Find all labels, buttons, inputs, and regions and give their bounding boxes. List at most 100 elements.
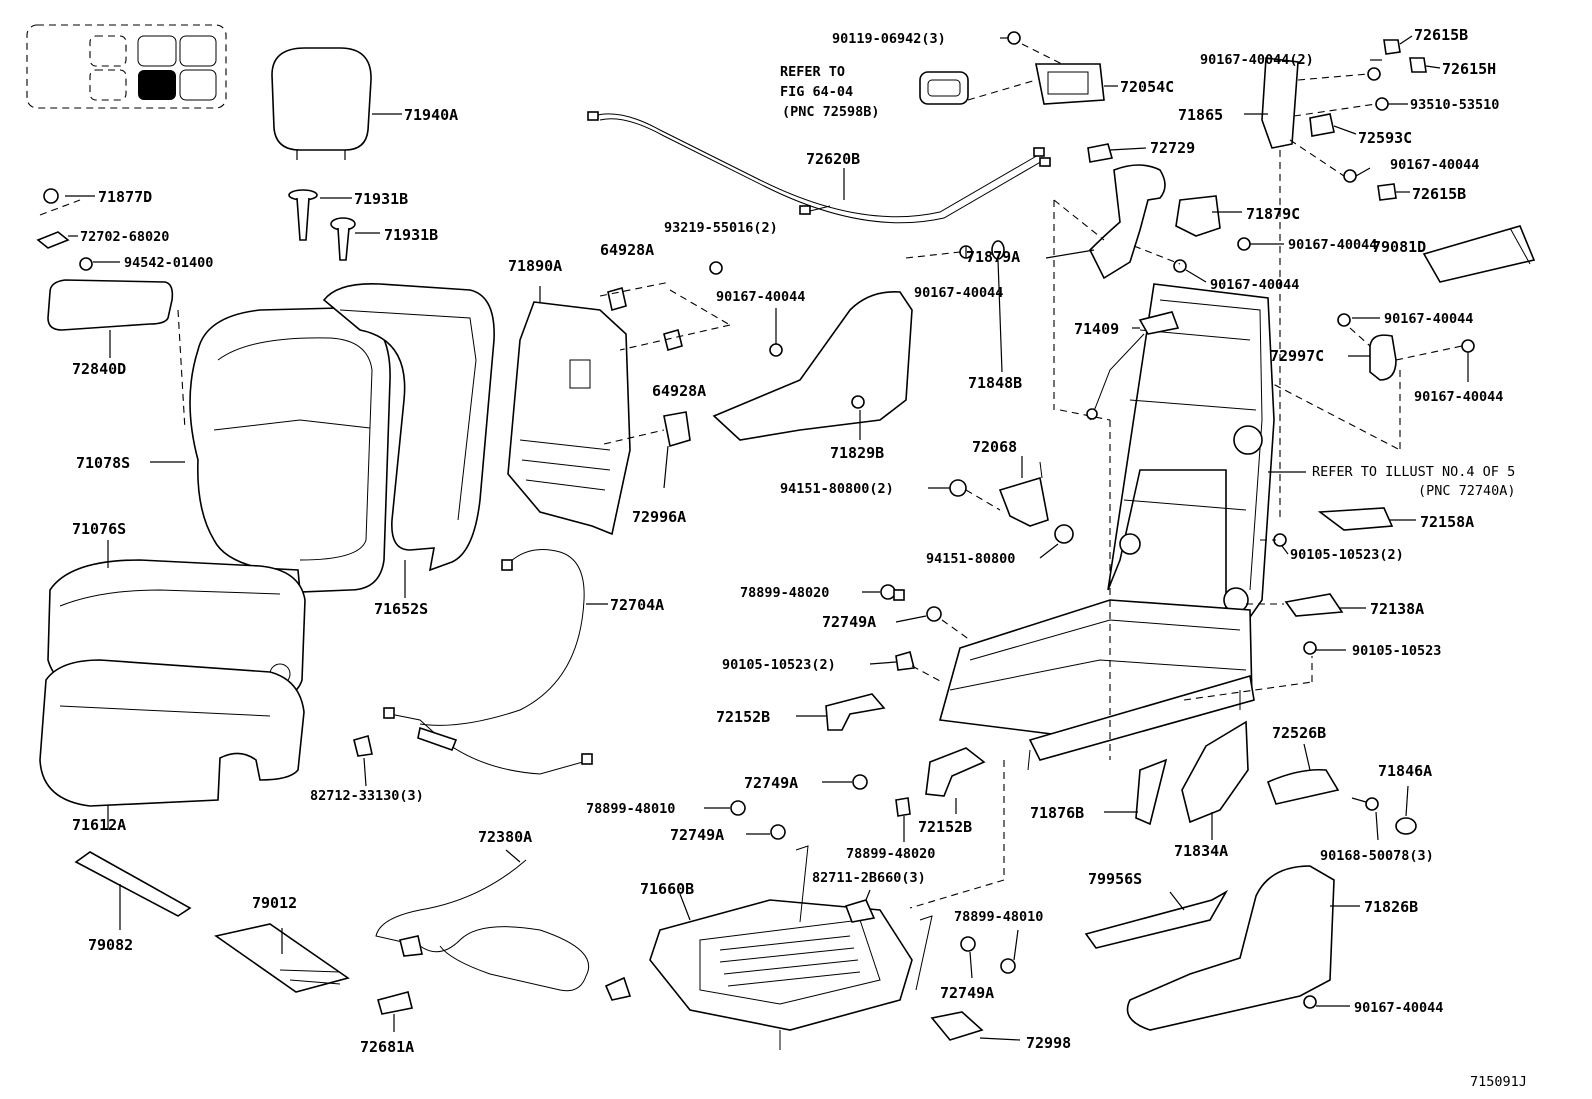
part-label: 72997C [1270, 347, 1324, 365]
seatback-board-part [507, 261, 731, 536]
refer-illust-line-1: REFER TO ILLUST NO.4 OF 5 [1312, 464, 1515, 480]
part-label: 94151-80800 [926, 551, 1015, 567]
part-label: 71660B [640, 880, 694, 898]
sensor-harness-part [375, 849, 632, 1032]
part-label: 72840D [72, 360, 126, 378]
headrest-guides [288, 189, 380, 261]
part-label: 90167-40044 [1210, 277, 1299, 293]
refer-illust-line-2: (PNC 72740A) [1418, 483, 1516, 499]
part-label: 90105-10523(2) [722, 657, 836, 673]
floor-pads-part [74, 851, 350, 993]
part-label: 72593C [1358, 129, 1412, 147]
part-label: 82712-33130(3) [310, 788, 424, 804]
part-label: 78899-48020 [846, 846, 935, 862]
lock-part [1086, 311, 1180, 421]
part-label: 71826B [1364, 898, 1418, 916]
seat-frame-assembly [909, 283, 1275, 909]
refer-note-line-3: (PNC 72598B) [782, 104, 880, 120]
part-label: 90167-40044(2) [1200, 52, 1314, 68]
part-label: 71612A [72, 816, 126, 834]
highlighted-seat-icon [138, 70, 176, 100]
side-shield-part [712, 240, 1005, 441]
part-label: 72996A [632, 508, 686, 526]
switch-part [919, 31, 1118, 105]
part-label: 72681A [360, 1038, 414, 1056]
part-label: 71848B [968, 374, 1022, 392]
labels-layer: REFER TO FIG 64-04 (PNC 72598B) REFER TO… [72, 26, 1527, 1090]
seatback-cover-part [150, 307, 391, 593]
part-label: 90167-40044 [1414, 389, 1503, 405]
part-label: 71652S [374, 600, 428, 618]
part-label: 72749A [940, 984, 994, 1002]
part-label: 71879C [1246, 205, 1300, 223]
lower-right-parts [1084, 720, 1417, 1031]
bottom-small-parts [930, 929, 1021, 1041]
part-label: 72054C [1120, 78, 1174, 96]
part-label: 64928A [652, 382, 706, 400]
part-label: 90105-10523 [1352, 643, 1441, 659]
part-label: 71846A [1378, 762, 1432, 780]
part-label: 72068 [972, 438, 1017, 456]
part-label: 71879A [966, 248, 1020, 266]
part-label: 72380A [478, 828, 532, 846]
seatback-pad-part [322, 283, 495, 598]
part-label: 72729 [1150, 139, 1195, 157]
cover-sheet-part [1422, 225, 1536, 283]
part-label: 94542-01400 [124, 255, 213, 271]
part-label: 71876B [1030, 804, 1084, 822]
right-side-parts [1183, 507, 1416, 701]
hinge-cover-part [1045, 143, 1284, 410]
part-label: 79082 [88, 936, 133, 954]
armrest-part [36, 188, 186, 431]
part-label: 71076S [72, 520, 126, 538]
part-label: 90119-06942(3) [832, 31, 946, 47]
part-label: 71931B [354, 190, 408, 208]
release-cable-part [587, 111, 1051, 224]
refer-note-line-1: REFER TO [780, 64, 845, 80]
part-label: 71877D [98, 188, 152, 206]
part-label: 93510-53510 [1410, 97, 1499, 113]
part-label: 72152B [918, 818, 972, 836]
part-label: 71829B [830, 444, 884, 462]
part-label: 90168-50078(3) [1320, 848, 1434, 864]
part-label: 72152B [716, 708, 770, 726]
part-label: 72998 [1026, 1034, 1071, 1052]
part-label: 72704A [610, 596, 664, 614]
part-label: 72749A [670, 826, 724, 844]
part-label: 90167-40044 [914, 285, 1003, 301]
seat-locator-icon [26, 24, 227, 109]
part-label: 78899-48020 [740, 585, 829, 601]
part-label: 72620B [806, 150, 860, 168]
part-label: 90167-40044 [716, 289, 805, 305]
middle-small-parts [796, 584, 971, 731]
seat-cushion-frame-part [649, 845, 933, 1050]
part-label: 72526B [1272, 724, 1326, 742]
part-label: 90167-40044 [1384, 311, 1473, 327]
part-label: 72749A [822, 613, 876, 631]
part-label: 90167-40044 [1390, 157, 1479, 173]
headrest-part [271, 47, 402, 160]
part-label: 71834A [1174, 842, 1228, 860]
part-label: 82711-2B660(3) [812, 870, 926, 886]
part-label: 72138A [1370, 600, 1424, 618]
part-label: 94151-80800(2) [780, 481, 894, 497]
bracket-part [928, 456, 1074, 559]
wire-harness-part [353, 549, 608, 787]
part-label: 79081D [1372, 238, 1426, 256]
part-label: 93219-55016(2) [664, 220, 778, 236]
part-label: 90167-40044 [1288, 237, 1377, 253]
lower-middle-parts [704, 747, 986, 842]
part-label: 79956S [1088, 870, 1142, 888]
part-label: 72615H [1442, 60, 1496, 78]
seat-cushion-pad-part [39, 659, 305, 830]
part-label: 64928A [600, 241, 654, 259]
part-label: 72749A [744, 774, 798, 792]
part-label: 90167-40044 [1354, 1000, 1443, 1016]
part-label: 72158A [1420, 513, 1474, 531]
part-label: 72615B [1412, 185, 1466, 203]
part-label: 79012 [252, 894, 297, 912]
part-label: 72702-68020 [80, 229, 169, 245]
part-label: 78899-48010 [586, 801, 675, 817]
figure-id: 715091J [1470, 1074, 1527, 1090]
